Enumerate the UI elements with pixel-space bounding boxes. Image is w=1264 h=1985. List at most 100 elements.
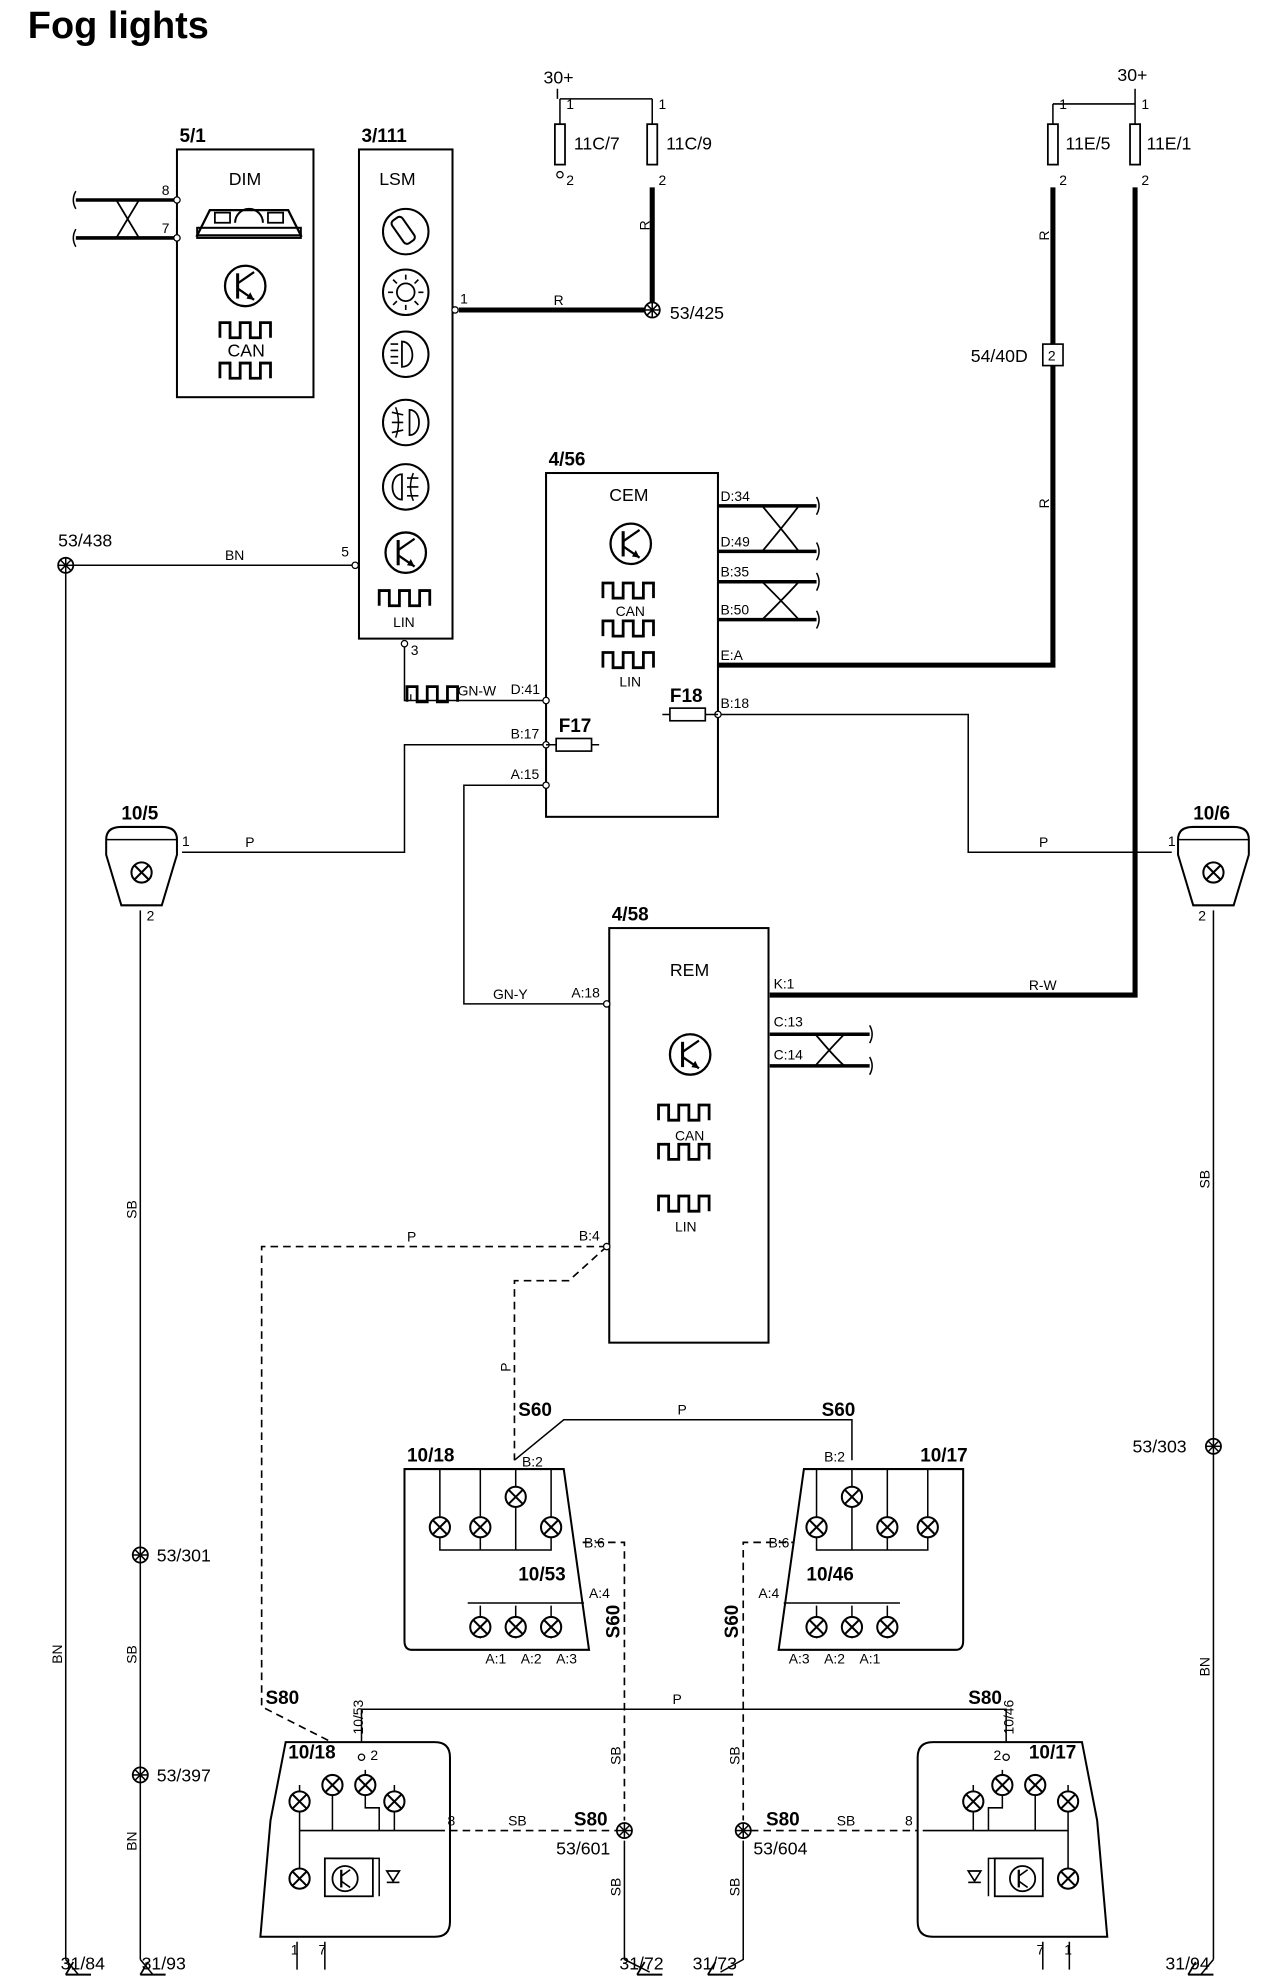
rear-s80-right-bulb-icon-4 xyxy=(962,1790,985,1813)
splice-53-397 xyxy=(131,1766,149,1784)
rem-pin-a18: A:18 xyxy=(571,985,600,1001)
wire-label-p-fr: P xyxy=(1039,834,1048,850)
splice-53-604 xyxy=(734,1822,752,1840)
splice-53-438-label: 53/438 xyxy=(58,530,112,550)
fuse-11e5-label: 11E/5 xyxy=(1066,133,1111,153)
rear-s80-right-bulb-icon-5 xyxy=(1056,1867,1080,1890)
dim-name: DIM xyxy=(229,169,261,189)
cem-a15-terminal xyxy=(542,781,550,790)
rem-module-box xyxy=(608,927,770,1344)
lsm-pin5-terminal xyxy=(351,561,359,570)
fuse-11e5 xyxy=(1046,123,1059,166)
fuse-11c7-pin2: 2 xyxy=(566,172,574,188)
front-fog-right-pin2: 2 xyxy=(1198,907,1206,923)
lsm-pin1: 1 xyxy=(460,291,468,307)
dim-pin8: 8 xyxy=(162,182,170,198)
fuse-11c9-pin1: 1 xyxy=(659,96,667,112)
dim-can-label: CAN xyxy=(228,341,265,361)
rem-pin-c14: C:14 xyxy=(774,1047,804,1063)
ground-31-84: 31/84 xyxy=(61,1954,105,1974)
rear-s60-left-bulb-icon-4 xyxy=(539,1516,563,1539)
variant-s60-right-vert: S60 xyxy=(722,1605,743,1639)
rear-s60-right-bulb-icon-7 xyxy=(876,1615,899,1639)
cem-lin-label: LIN xyxy=(619,674,641,690)
cem-name: CEM xyxy=(609,485,648,505)
wire-label-p-s80-bridge: P xyxy=(672,1691,681,1707)
rear-s60-right-pin-a4: A:4 xyxy=(758,1585,779,1601)
lsm-pin3: 3 xyxy=(411,642,419,658)
rem-pin-b4: B:4 xyxy=(579,1227,600,1243)
wire-rw-fuse11e1-rem xyxy=(769,187,1138,998)
front-fog-right-bulb-icon xyxy=(1202,861,1225,884)
wire-label-p-s60-bridge: P xyxy=(678,1402,687,1418)
rem-b4-terminal xyxy=(602,1242,611,1251)
cem-pin-d41: D:41 xyxy=(511,681,541,697)
rem-lin-label: LIN xyxy=(675,1218,697,1234)
fuse-11e5-pin1: 1 xyxy=(1059,96,1067,112)
connector-54-40d-pin: 2 xyxy=(1048,348,1056,364)
rear-s80-right-pin8: 8 xyxy=(905,1813,913,1829)
rear-s80-right-fog-bulb-icon xyxy=(991,1773,1014,1797)
wire-sb-splice601-ground xyxy=(623,1840,651,1973)
rear-lamp-s80-left xyxy=(259,1741,451,1938)
splice-53-425 xyxy=(643,301,661,319)
gnw-lin-wave-icon xyxy=(405,685,459,704)
variant-s80-left-splice: S80 xyxy=(574,1810,608,1831)
cem-fuse-f18-label: F18 xyxy=(670,686,703,707)
lsm-pin3-terminal xyxy=(400,639,409,648)
wire-gnw-lsm-cem xyxy=(403,643,547,702)
rear-s60-right-bulb-icon-6 xyxy=(840,1615,864,1639)
rem-transistor-icon xyxy=(668,1032,712,1077)
rem-bus-lines xyxy=(769,1032,870,1068)
rear-s80-right-pin2: 2 xyxy=(994,1747,1002,1763)
rear-s80-left-pin7: 7 xyxy=(319,1941,327,1957)
ground-31-93: 31/93 xyxy=(142,1954,186,1974)
rear-s60-left-pin-a1: A:1 xyxy=(485,1651,506,1667)
wire-label-sb-604-ground: SB xyxy=(726,1878,742,1897)
rear-s60-left-fog-bulb-icon xyxy=(504,1485,527,1508)
wire-r-fuse11e5-cem xyxy=(717,187,1056,668)
wire-1017-s80-ground xyxy=(1042,1941,1071,1970)
rear-s60-left-ref: 10/18 xyxy=(407,1445,454,1466)
cem-fuse-f17 xyxy=(546,737,600,752)
wire-label-sb-601-ground: SB xyxy=(608,1878,624,1897)
dim-bus-breaks xyxy=(72,190,77,248)
wire-sb-splice604-ground xyxy=(720,1840,744,1973)
rear-s60-right-bulb-icon-3 xyxy=(876,1516,899,1539)
connector-54-40d xyxy=(1041,343,1064,367)
cem-bus-lines xyxy=(717,504,817,622)
splice-53-601 xyxy=(615,1822,633,1840)
cem-pin-b18: B:18 xyxy=(720,695,749,711)
rear-s60-left-pin-b6: B:6 xyxy=(584,1534,605,1550)
rear-lamp-s60-left xyxy=(403,1468,591,1651)
wire-label-bn-1: BN xyxy=(225,547,244,563)
variant-s80-right-top: S80 xyxy=(968,1688,1002,1709)
wire-label-bn-fl-3: BN xyxy=(124,1831,140,1850)
fuse-11c9-label: 11C/9 xyxy=(666,133,712,153)
rear-s80-left-bulb-icon-4 xyxy=(383,1790,406,1813)
wire-label-p-s60-vert: P xyxy=(498,1362,514,1371)
lsm-pin5: 5 xyxy=(341,543,349,559)
rear-s60-right-bulb-icon-1 xyxy=(805,1516,828,1539)
rear-lamp-s60-right xyxy=(777,1468,965,1651)
variant-ref-1053-vert: 10/53 xyxy=(350,1699,366,1734)
wire-label-sb-s80-right: SB xyxy=(837,1813,856,1829)
supply-bar-left xyxy=(556,88,653,100)
fuse-11c9 xyxy=(646,123,659,166)
rear-s60-right-pin-a1: A:1 xyxy=(860,1651,881,1667)
rear-s60-right-pin-b2: B:2 xyxy=(824,1448,845,1464)
page-title: Fog lights xyxy=(28,5,209,47)
lsm-ref: 3/111 xyxy=(362,126,408,147)
lsm-pin1-terminal xyxy=(451,306,459,314)
rem-bus-twists xyxy=(814,1033,845,1067)
wire-label-r-1: R xyxy=(637,220,653,230)
wire-label-rw: R-W xyxy=(1029,977,1058,993)
wire-label-r-4: R xyxy=(1036,498,1052,508)
dim-module-box xyxy=(175,148,315,399)
cem-can-label: CAN xyxy=(616,603,645,619)
dim-bus-lines xyxy=(75,198,177,240)
rear-s60-right-pin-a2: A:2 xyxy=(824,1651,845,1667)
cem-pin-d34: D:34 xyxy=(720,488,750,504)
front-fog-left-pin1: 1 xyxy=(182,833,190,849)
rear-s60-left-pin-b2: B:2 xyxy=(522,1454,543,1470)
